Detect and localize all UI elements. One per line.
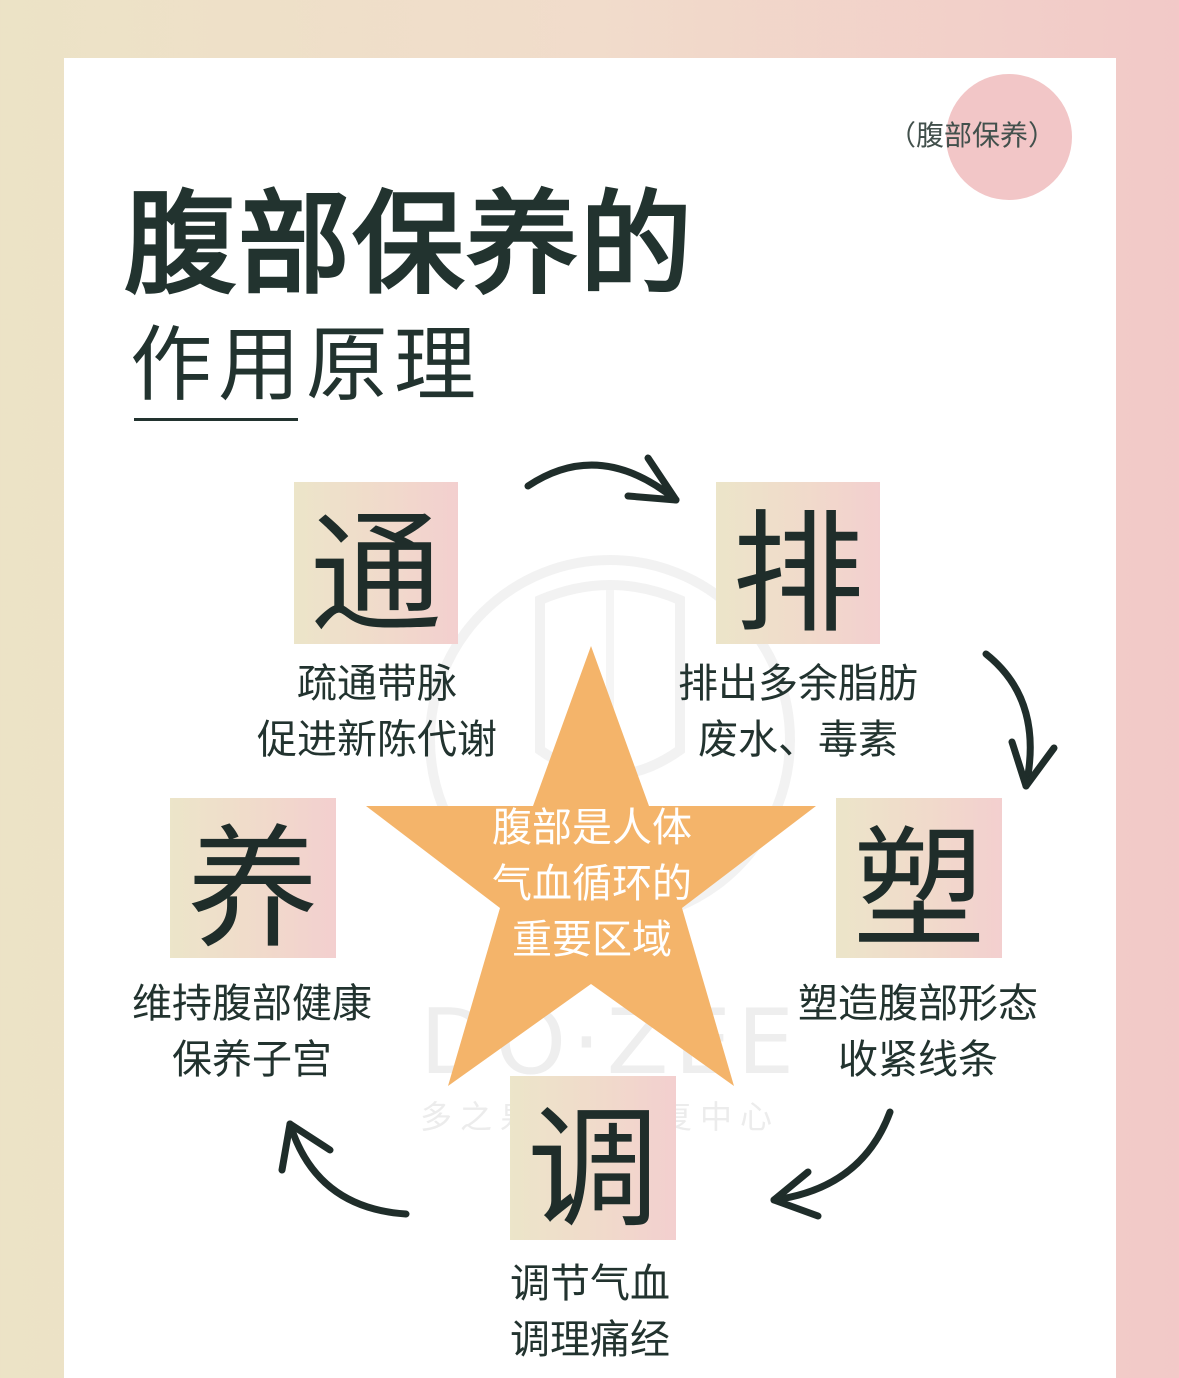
char-box-tiao: 调	[510, 1076, 676, 1247]
desc-tong-line2: 促进新陈代谢	[257, 717, 497, 763]
title-divider	[134, 418, 298, 421]
desc-tong-line1: 疏通带脉	[297, 661, 457, 707]
desc-tiao-line2: 调理痛经	[510, 1317, 670, 1363]
char-box-yang: 养	[170, 798, 336, 967]
center-text-line2: 气血循环的	[492, 861, 692, 907]
center-text: 腹部是人体 气血循环的 重要区域	[442, 800, 742, 968]
char-box-pai: 排	[716, 482, 880, 652]
center-text-line1: 腹部是人体	[492, 805, 692, 851]
desc-su: 塑造腹部形态 收紧线条	[770, 976, 1066, 1088]
desc-pai: 排出多余脂肪 废水、毒素	[650, 656, 946, 768]
desc-yang: 维持腹部健康 保养子宫	[104, 976, 400, 1088]
category-tag: （腹部保养）	[887, 119, 1056, 152]
center-text-line3: 重要区域	[512, 917, 672, 963]
desc-yang-line1: 维持腹部健康	[132, 981, 372, 1027]
desc-su-line2: 收紧线条	[838, 1037, 998, 1083]
desc-su-line1: 塑造腹部形态	[798, 981, 1038, 1027]
char-box-su: 塑	[836, 798, 1002, 967]
desc-tong: 疏通带脉 促进新陈代谢	[232, 656, 522, 768]
desc-yang-line2: 保养子宫	[172, 1037, 332, 1083]
char-box-tong: 通	[294, 482, 458, 652]
page-title: 腹部保养的	[124, 180, 694, 310]
desc-tiao-line1: 调节气血	[510, 1261, 670, 1307]
page-subtitle: 作用原理	[130, 318, 483, 413]
desc-pai-line2: 废水、毒素	[698, 717, 898, 763]
tag-circle-decoration	[946, 74, 1072, 200]
star-shape	[366, 646, 816, 1086]
desc-tiao: 调节气血 调理痛经	[480, 1256, 700, 1368]
desc-pai-line1: 排出多余脂肪	[678, 661, 918, 707]
